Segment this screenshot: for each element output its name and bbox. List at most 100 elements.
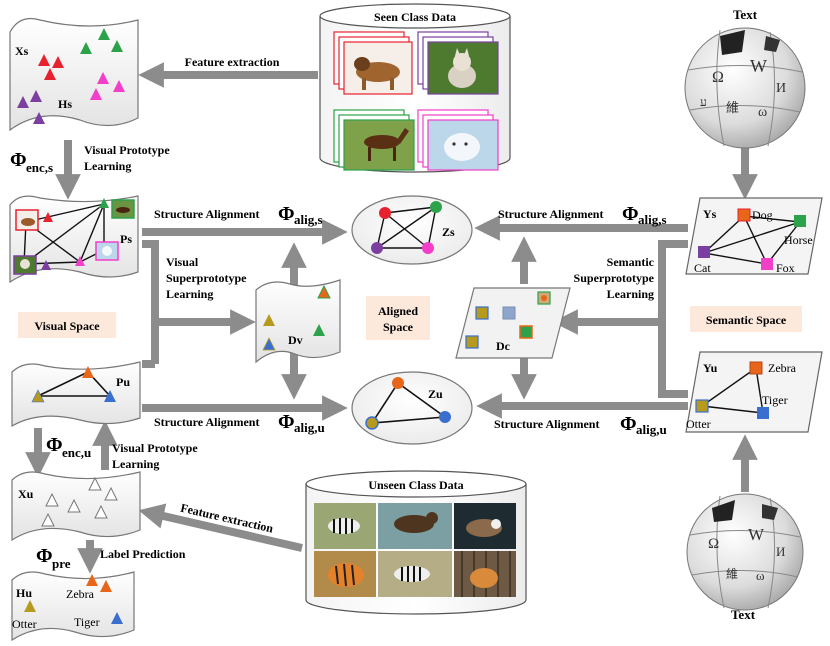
label-feature-extraction-top: Feature extraction: [185, 55, 280, 69]
label-visual-prototype-b2: Learning: [112, 457, 159, 471]
semantic-space-label: Semantic Space: [706, 313, 787, 327]
unseen-image-otter-2: [454, 503, 516, 549]
class-zebra: Zebra: [768, 361, 797, 375]
unseen-image-zebra: [314, 503, 376, 549]
node-zu: Zu: [428, 387, 443, 401]
phi-enc-s-subscript: enc,s: [26, 160, 53, 175]
node-hu: Hu: [16, 586, 32, 600]
unseen-image-tiger: [314, 551, 376, 597]
node-hs: Hs: [58, 97, 72, 111]
visual-space-label: Visual Space: [34, 319, 100, 333]
seen-image-horse: [333, 109, 415, 171]
xu-banner: Xu: [11, 471, 141, 542]
wiki-glyph-6: ע: [700, 95, 707, 109]
class-otter-hu: Otter: [12, 617, 37, 631]
text-label-top: Text: [733, 7, 758, 22]
node-xu: Xu: [18, 487, 34, 501]
label-semantic-super-1: Semantic: [607, 255, 655, 269]
wiki-glyph-1: Ω: [712, 69, 724, 86]
phi-pre: Φ pre: [36, 545, 71, 571]
phi-alig-u-subscript-2: alig,u: [636, 422, 667, 437]
label-semantic-super-3: Learning: [607, 287, 654, 301]
seen-data-title: Seen Class Data: [374, 10, 456, 24]
ps-banner: Ps: [9, 195, 139, 284]
wiki-glyph-b4: 維: [726, 567, 738, 581]
unseen-image-otter: [378, 503, 452, 549]
class-otter: Otter: [686, 417, 711, 431]
class-horse: Horse: [784, 233, 813, 247]
class-cat: Cat: [694, 261, 711, 275]
phi-alig-u-symbol-2: Φ: [620, 413, 637, 435]
class-tiger: Tiger: [762, 393, 788, 407]
wiki-glyph-2: W: [750, 56, 767, 76]
phi-alig-s-subscript-2: alig,s: [638, 212, 667, 227]
semantic-space-box: [690, 306, 802, 332]
unseen-class-data: Unseen Class Data: [305, 470, 527, 615]
seen-class-data: Seen Class Data: [319, 3, 511, 173]
phi-alig-u-symbol-1: Φ: [278, 411, 295, 433]
ps-proto-horse: [111, 199, 135, 219]
aligned-space-label-1: Aligned: [378, 304, 418, 318]
wikipedia-globe-top-icon: Ω W И 維 ω ע: [684, 27, 806, 149]
wiki-glyph-3: И: [776, 81, 786, 96]
phi-enc-s: Φ enc,s: [10, 149, 53, 175]
visual-space-box: [18, 312, 116, 338]
unseen-image-zebra-2: [378, 551, 452, 597]
node-ys: Ys: [703, 207, 717, 221]
label-visual-super-1: Visual: [166, 255, 199, 269]
arrow-ys-yu-trunk: [658, 240, 688, 398]
hu-banner: Hu Zebra Otter Tiger: [11, 571, 135, 642]
node-xs: Xs: [15, 44, 29, 58]
dc-parallelogram: Dc: [455, 287, 571, 359]
node-dc: Dc: [496, 339, 511, 353]
aligned-space-box: [366, 296, 430, 340]
zu-aligned-node: Zu: [351, 371, 473, 445]
wiki-glyph-5: ω: [758, 105, 767, 120]
class-tiger-hu: Tiger: [74, 615, 100, 629]
ps-proto-fox: [95, 241, 119, 261]
arrow-unseen-to-xu: [138, 503, 303, 552]
structure-alignment-label-2: Structure Alignment: [498, 207, 603, 221]
aligned-space-label-2: Space: [383, 320, 414, 334]
arrow-ps-pu-to-dv: [142, 240, 159, 364]
seen-image-cat: [417, 31, 499, 95]
pu-banner: Pu: [11, 361, 141, 428]
dv-banner: Dv: [255, 279, 341, 364]
node-yu: Yu: [703, 361, 718, 375]
phi-enc-u-subscript: enc,u: [62, 445, 91, 460]
label-visual-prototype-b1: Visual Prototype: [112, 441, 198, 455]
label-semantic-super-2: Superprototype: [574, 271, 655, 285]
ys-parallelogram: Ys Dog Horse Cat Fox: [685, 197, 823, 275]
phi-pre-subscript: pre: [52, 556, 71, 571]
ps-proto-cat: [13, 255, 37, 275]
label-label-prediction: Label Prediction: [100, 547, 186, 561]
class-fox: Fox: [776, 261, 795, 275]
structure-alignment-label-4: Structure Alignment: [494, 417, 599, 431]
class-dog: Dog: [752, 208, 773, 222]
phi-enc-s-symbol: Φ: [10, 149, 27, 171]
label-visual-super-3: Learning: [166, 287, 213, 301]
wiki-glyph-b2: W: [748, 525, 765, 544]
seen-image-fox: [417, 109, 499, 171]
class-zebra-hu: Zebra: [66, 587, 95, 601]
wiki-glyph-4: 維: [726, 100, 739, 115]
structure-alignment-label-3: Structure Alignment: [154, 415, 259, 429]
connector-arrows: [25, 62, 758, 574]
phi-enc-u: Φ enc,u: [46, 434, 91, 460]
label-visual-prototype-1: Visual Prototype: [84, 143, 170, 157]
wiki-glyph-b3: И: [776, 544, 785, 559]
xs-banner: Xs Hs: [9, 17, 139, 132]
unseen-image-tiger-2: [454, 551, 516, 597]
wiki-glyph-b1: Ω: [708, 536, 719, 552]
node-dv: Dv: [288, 333, 303, 347]
wiki-glyph-b5: ω: [756, 568, 765, 583]
phi-alig-u-subscript-1: alig,u: [294, 420, 325, 435]
structure-alignment-label-1: Structure Alignment: [154, 207, 259, 221]
label-visual-super-2: Superprototype: [166, 271, 247, 285]
structure-alignment-top-right: Structure Alignment Φ alig,s: [498, 203, 667, 227]
zs-aligned-node: Zs: [351, 195, 473, 265]
seen-image-dog: [333, 31, 413, 95]
structure-alignment-top-left: Structure Alignment Φ alig,s: [154, 203, 323, 227]
structure-alignment-bottom-right: Structure Alignment Φ alig,u: [494, 413, 667, 437]
